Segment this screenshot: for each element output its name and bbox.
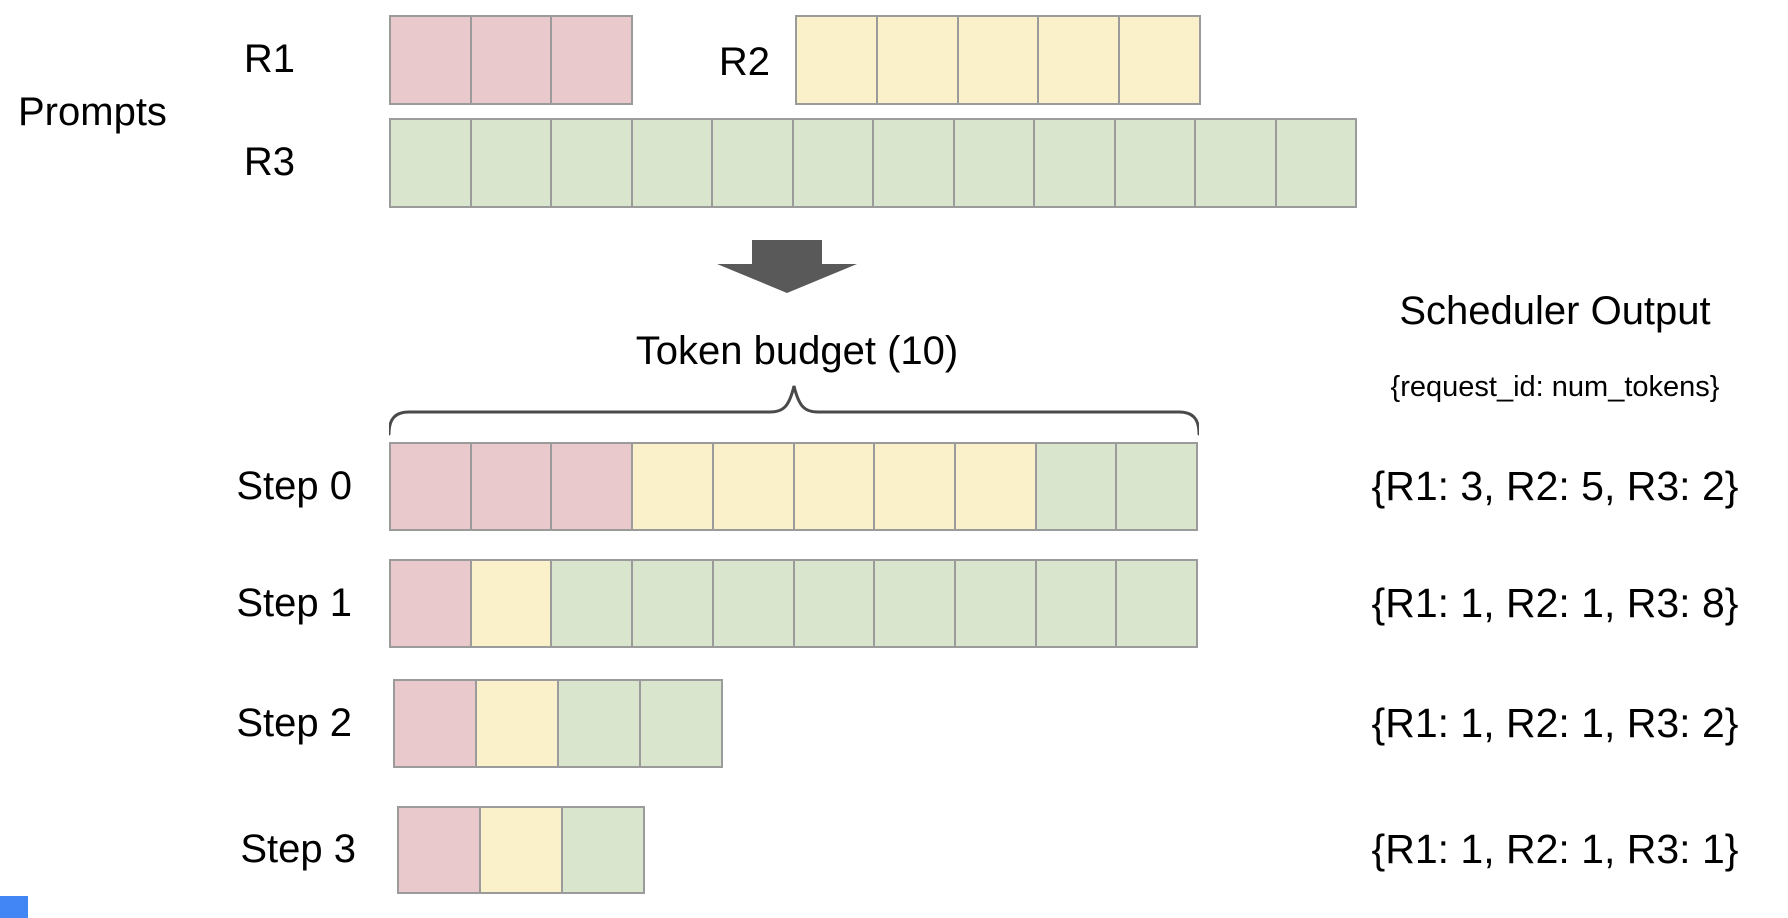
step-row-0 [389, 442, 1199, 531]
token-cell-r3 [639, 679, 723, 768]
token-cell-r3 [1113, 118, 1196, 208]
token-cell-r2 [711, 442, 795, 531]
token-cell-r3 [1033, 118, 1116, 208]
token-cell-r3 [1194, 118, 1277, 208]
brace-path [389, 385, 1199, 436]
step-row-3 [397, 806, 645, 894]
blue-corner-mark [0, 896, 28, 918]
token-cell-r3 [1115, 442, 1199, 531]
token-cell-r3 [953, 559, 1037, 648]
down-arrow-shape [717, 240, 857, 293]
token-cell-r3 [792, 559, 876, 648]
scheduler-output-step-1: {R1: 1, R2: 1, R3: 8} [1371, 580, 1739, 626]
scheduler-output-step-3: {R1: 1, R2: 1, R3: 1} [1371, 826, 1739, 872]
token-cell-r3 [561, 806, 645, 894]
token-cell-r1 [389, 442, 472, 531]
step-label-2: Step 2 [236, 701, 352, 745]
token-cell-r3 [550, 559, 634, 648]
token-cell-r3 [631, 559, 714, 648]
token-cell-r1 [469, 442, 553, 531]
token-cell-r1 [397, 806, 481, 894]
prompt-label-r3: R3 [243, 140, 295, 184]
prompt-label-r1: R1 [243, 37, 295, 81]
token-cell-r3 [952, 118, 1035, 208]
token-cell-r3 [873, 559, 956, 648]
token-cell-r2 [795, 15, 878, 105]
prompt-row-r2 [795, 15, 1201, 105]
token-cell-r3 [469, 118, 552, 208]
token-cell-r2 [475, 679, 559, 768]
token-cell-r2 [953, 442, 1037, 531]
scheduler-output-step-0: {R1: 3, R2: 5, R3: 2} [1371, 463, 1739, 509]
token-cell-r3 [711, 559, 795, 648]
step-label-1: Step 1 [236, 581, 352, 625]
token-cell-r1 [550, 442, 634, 531]
scheduler-output-step-2: {R1: 1, R2: 1, R3: 2} [1371, 700, 1739, 746]
token-cell-r1 [389, 559, 472, 648]
token-cell-r2 [1037, 15, 1121, 105]
scheduler-output-subtitle: {request_id: num_tokens} [1390, 371, 1720, 403]
prompt-label-r2: R2 [718, 40, 770, 84]
token-cell-r3 [711, 118, 794, 208]
token-cell-r2 [792, 442, 876, 531]
prompt-row-r1 [389, 15, 634, 105]
token-cell-r2 [875, 15, 959, 105]
token-cell-r3 [389, 118, 472, 208]
step-row-2 [393, 679, 723, 768]
token-cell-r3 [1115, 559, 1199, 648]
down-arrow-icon [717, 240, 857, 293]
scheduler-output-title: Scheduler Output [1399, 289, 1711, 333]
step-row-1 [389, 559, 1199, 648]
token-cell-r1 [389, 15, 472, 105]
prompt-row-r3 [389, 118, 1357, 208]
token-cell-r2 [1118, 15, 1201, 105]
token-cell-r3 [1034, 559, 1118, 648]
token-cell-r1 [393, 679, 477, 768]
prompts-label: Prompts [18, 90, 167, 134]
token-cell-r3 [557, 679, 641, 768]
step-label-3: Step 3 [240, 827, 356, 871]
token-cell-r3 [550, 118, 633, 208]
token-budget-brace [389, 385, 1199, 436]
token-cell-r2 [469, 559, 553, 648]
token-cell-r2 [631, 442, 714, 531]
token-cell-r2 [873, 442, 956, 531]
token-cell-r3 [1274, 118, 1357, 208]
token-cell-r3 [791, 118, 874, 208]
token-cell-r3 [630, 118, 713, 208]
token-cell-r3 [1034, 442, 1118, 531]
token-cell-r2 [956, 15, 1040, 105]
token-cell-r2 [479, 806, 563, 894]
token-budget-label: Token budget (10) [635, 329, 959, 373]
step-label-0: Step 0 [236, 464, 352, 508]
token-cell-r3 [872, 118, 955, 208]
token-cell-r1 [550, 15, 634, 105]
token-cell-r1 [469, 15, 553, 105]
